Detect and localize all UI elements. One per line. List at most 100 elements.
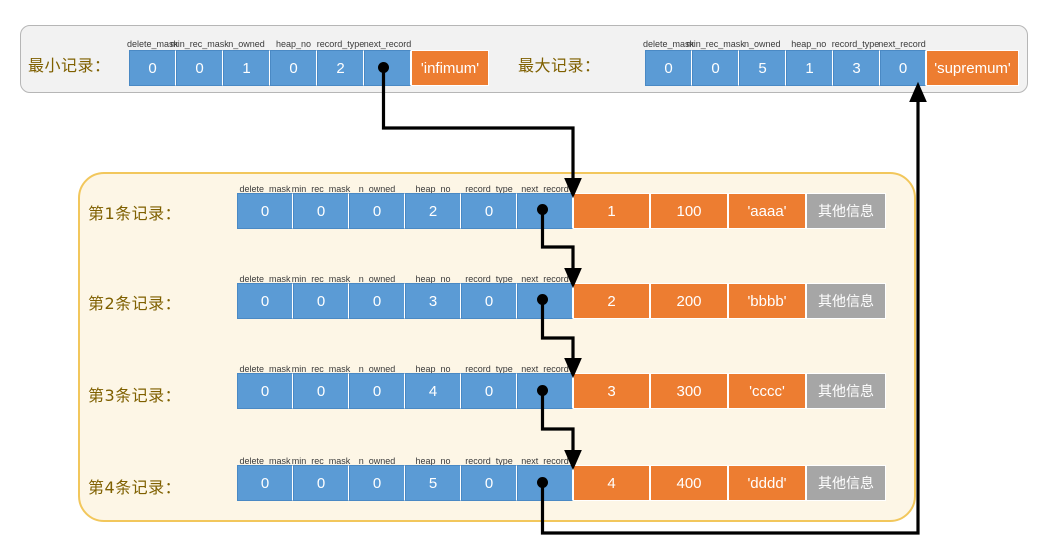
supremum-cell-n-owned: 5 [739,50,786,86]
record-1-data-cell-1: 1 [573,193,650,229]
record-4-data-cell-2: 400 [650,465,728,501]
record-4-label: 第4条记录： [88,478,182,497]
supremum-cell-delete-mask: 0 [645,50,692,86]
column-header-heap-no: heap_no [275,39,312,49]
record-1-next-record-pointer-dot [537,204,548,215]
record-3-label: 第3条记录： [88,386,182,405]
record-2-cell-n-owned: 0 [349,283,405,319]
infimum-row-label: 最小记录： [28,56,111,75]
record-1-cell-heap-no: 2 [405,193,461,229]
column-header-delete-mask: delete_mask [239,456,291,466]
column-header-delete-mask: delete_mask [642,39,695,49]
record-3-data-cell-1: 3 [573,373,650,409]
record-4-cell-n-owned: 0 [349,465,405,501]
column-header-delete-mask: delete_mask [239,184,291,194]
record-4-data-cell-3: 'dddd' [728,465,806,501]
column-header-delete-mask: delete_mask [239,364,291,374]
column-header-record-type: record_type [465,456,513,466]
column-header-record-type: record_type [465,184,513,194]
infimum-cell-min-rec-mask: 0 [176,50,223,86]
column-header-min-rec-mask: min_rec_mask [170,39,229,49]
column-header-record-type: record_type [316,39,365,49]
record-2-cell-min-rec-mask: 0 [293,283,349,319]
record-3-next-record-pointer-dot [537,385,548,396]
column-header-min-rec-mask: min_rec_mask [291,184,351,194]
supremum-cell-heap-no: 1 [786,50,833,86]
supremum-cell-min-rec-mask: 0 [692,50,739,86]
column-header-heap-no: heap_no [415,184,451,194]
column-header-heap-no: heap_no [415,274,451,284]
record-4-next-record-pointer-dot [537,477,548,488]
record-2-data-cell-2: 200 [650,283,728,319]
column-header-heap-no: heap_no [791,39,827,49]
record-3-other-info-cell: 其他信息 [806,373,886,409]
record-4-cell-record-type: 0 [461,465,517,501]
record-3-cell-min-rec-mask: 0 [293,373,349,409]
supremum-row-label: 最大记录： [518,56,601,75]
infimum-name-cell: 'infimum' [411,50,489,86]
record-4-data-cell-1: 4 [573,465,650,501]
column-header-n-owned: n_owned [228,39,265,49]
infimum-cell-delete-mask: 0 [129,50,176,86]
column-header-record-type: record_type [465,274,513,284]
column-header-next-record: next_record [521,184,569,194]
record-4-other-info-cell: 其他信息 [806,465,886,501]
record-2-cell-heap-no: 3 [405,283,461,319]
column-header-n-owned: n_owned [358,364,396,374]
column-header-next-record: next_record [521,364,569,374]
record-3-data-cell-2: 300 [650,373,728,409]
record-2-data-cell-3: 'bbbb' [728,283,806,319]
supremum-name-cell: 'supremum' [926,50,1019,86]
column-header-n-owned: n_owned [358,274,396,284]
record-2-other-info-cell: 其他信息 [806,283,886,319]
record-4-cell-min-rec-mask: 0 [293,465,349,501]
infimum-cell-heap-no: 0 [270,50,317,86]
column-header-delete-mask: delete_mask [239,274,291,284]
record-1-data-cell-2: 100 [650,193,728,229]
column-header-next-record: next_record [878,39,926,49]
column-header-min-rec-mask: min_rec_mask [291,456,351,466]
column-header-delete-mask: delete_mask [126,39,179,49]
record-2-next-record-pointer-dot [537,294,548,305]
record-2-cell-delete-mask: 0 [237,283,293,319]
record-1-other-info-cell: 其他信息 [806,193,886,229]
column-header-record-type: record_type [465,364,513,374]
column-header-min-rec-mask: min_rec_mask [291,274,351,284]
infimum-cell-n-owned: 1 [223,50,270,86]
record-4-cell-heap-no: 5 [405,465,461,501]
infimum-cell-record-type: 2 [317,50,364,86]
record-3-cell-n-owned: 0 [349,373,405,409]
column-header-heap-no: heap_no [415,364,451,374]
record-1-cell-delete-mask: 0 [237,193,293,229]
record-2-data-cell-1: 2 [573,283,650,319]
record-2-label: 第2条记录： [88,294,182,313]
record-1-cell-n-owned: 0 [349,193,405,229]
record-3-cell-delete-mask: 0 [237,373,293,409]
column-header-min-rec-mask: min_rec_mask [686,39,745,49]
record-4-cell-delete-mask: 0 [237,465,293,501]
infimum-next-record-pointer-dot [378,62,389,73]
supremum-cell-next-record: 0 [880,50,926,86]
column-header-next-record: next_record [521,456,569,466]
record-1-cell-min-rec-mask: 0 [293,193,349,229]
record-2-cell-record-type: 0 [461,283,517,319]
column-header-next-record: next_record [521,274,569,284]
record-3-cell-heap-no: 4 [405,373,461,409]
column-header-heap-no: heap_no [415,456,451,466]
record-3-cell-record-type: 0 [461,373,517,409]
column-header-n-owned: n_owned [358,456,396,466]
column-header-n-owned: n_owned [358,184,396,194]
